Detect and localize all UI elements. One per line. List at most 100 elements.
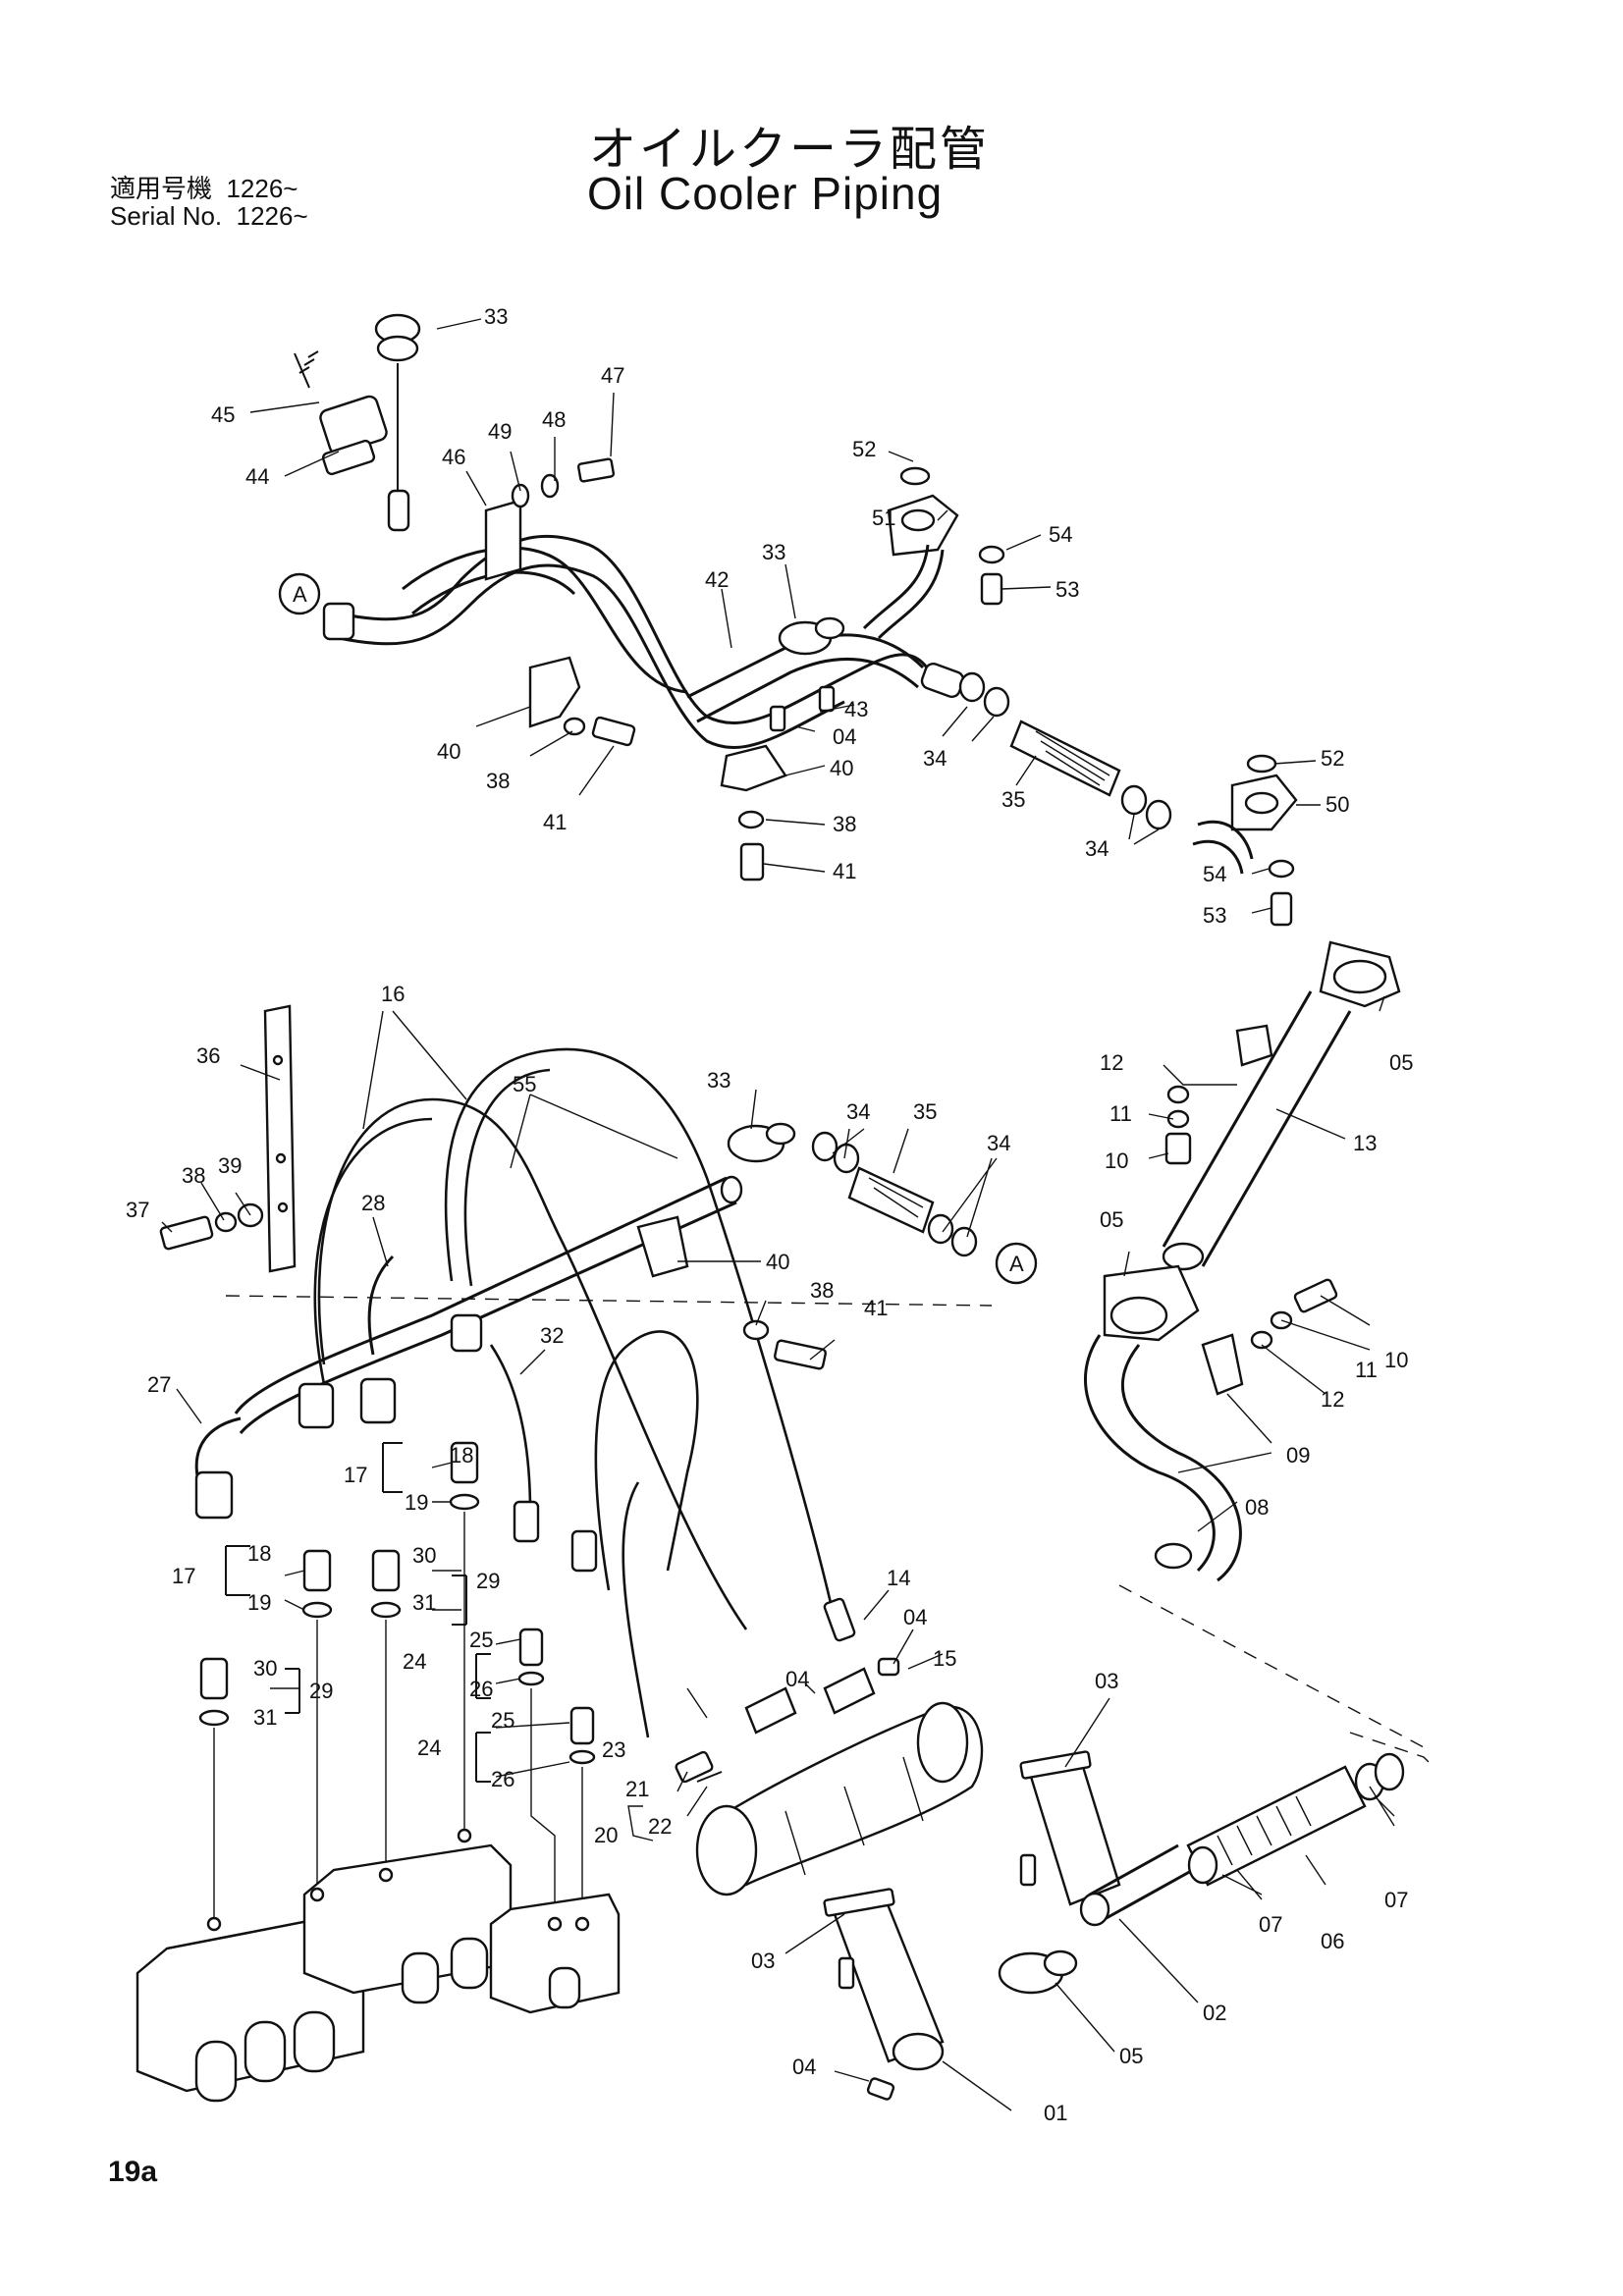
title-english: Oil Cooler Piping: [587, 168, 944, 219]
callout: 19: [247, 1590, 271, 1615]
callout: 38: [810, 1278, 834, 1303]
callout: 51: [872, 506, 895, 530]
callout-labels: 33 45 44 47 48 49 46 52 51 54 53 33 42 4…: [126, 304, 1413, 2125]
reference-mark-a-top: A: [278, 572, 321, 615]
callout: 46: [442, 445, 465, 469]
callout: 04: [785, 1667, 809, 1691]
callout: 36: [196, 1043, 220, 1068]
callout: 24: [417, 1735, 441, 1760]
clamp-33-top: [374, 313, 421, 532]
callout: 31: [412, 1590, 436, 1615]
callout: 32: [540, 1323, 564, 1348]
callout: 33: [762, 540, 785, 564]
callout: 41: [864, 1296, 888, 1320]
callout: 20: [594, 1823, 618, 1847]
callout: 11: [1109, 1101, 1132, 1126]
callout: 10: [1105, 1148, 1128, 1173]
callout: 07: [1384, 1888, 1408, 1912]
callout: 40: [830, 756, 853, 780]
callout: 52: [1321, 746, 1344, 771]
callout: 33: [484, 304, 508, 329]
callout: 48: [542, 407, 566, 432]
callout: 38: [833, 812, 856, 836]
callout: 01: [1044, 2101, 1067, 2125]
page-number: 19a: [108, 2156, 158, 2188]
fittings-column: [198, 1441, 596, 1924]
callout: 42: [705, 567, 729, 592]
callout: 35: [913, 1099, 937, 1124]
callout: 15: [933, 1646, 956, 1671]
callout: 31: [253, 1705, 277, 1730]
callout: 19: [405, 1490, 428, 1515]
callout: 22: [648, 1814, 672, 1839]
callout: 29: [309, 1679, 333, 1703]
callout: 33: [707, 1068, 730, 1093]
callout: 39: [218, 1153, 242, 1178]
callout: 50: [1325, 792, 1349, 817]
right-pipe-assembly: [1083, 940, 1425, 1748]
callout: 05: [1389, 1050, 1413, 1075]
callout: 13: [1353, 1131, 1377, 1155]
callout: 14: [887, 1566, 910, 1590]
callout: 34: [987, 1131, 1010, 1155]
callout: 02: [1203, 2001, 1226, 2025]
fitting-44-45: [294, 350, 388, 476]
callout: 18: [450, 1443, 473, 1468]
callout: 44: [245, 464, 269, 489]
leader-lines: [161, 318, 1395, 2111]
reference-a-label: A: [1009, 1252, 1024, 1276]
callout: 29: [476, 1569, 500, 1593]
callout: 38: [182, 1163, 205, 1188]
callout: 23: [602, 1737, 625, 1762]
callout: 30: [253, 1656, 277, 1681]
callout: 45: [211, 402, 235, 427]
callout: 17: [172, 1564, 195, 1588]
callout: 21: [625, 1777, 649, 1801]
callout: 07: [1259, 1912, 1282, 1937]
callout: 03: [1095, 1669, 1118, 1693]
callout: 11: [1355, 1358, 1378, 1382]
upper-pipe-assembly: [294, 313, 1298, 927]
callout: 43: [844, 697, 868, 721]
callout: 40: [437, 739, 460, 764]
callout: 25: [491, 1708, 514, 1733]
callout: 41: [543, 810, 567, 834]
callout: 17: [344, 1463, 367, 1487]
callout: 30: [412, 1543, 436, 1568]
callout: 40: [766, 1250, 789, 1274]
middle-hose-assembly: [159, 1004, 993, 1738]
flange-51: [862, 466, 959, 640]
serial-applicability: 適用号機 1226~ Serial No. 1226~: [110, 175, 308, 230]
callout: 52: [852, 437, 876, 461]
reference-mark-a-mid: A: [995, 1242, 1038, 1285]
callout: 04: [833, 724, 856, 749]
callout: 55: [513, 1072, 536, 1096]
callout: 34: [846, 1099, 870, 1124]
serial-jp-value: 1226~: [226, 174, 298, 203]
callout: 03: [751, 1949, 775, 1973]
callout: 37: [126, 1198, 149, 1222]
callout: 54: [1203, 862, 1226, 886]
serial-en-value: 1226~: [236, 201, 308, 231]
callout: 27: [147, 1372, 171, 1397]
callout: 28: [361, 1191, 385, 1215]
callout: 09: [1286, 1443, 1310, 1468]
callout: 41: [833, 859, 856, 883]
callout: 26: [491, 1767, 514, 1791]
callout: 47: [601, 363, 624, 388]
title-japanese: オイルクーラ配管: [589, 122, 991, 177]
control-valves: [135, 1828, 621, 2103]
callout: 06: [1321, 1929, 1344, 1953]
callout: 35: [1001, 787, 1025, 812]
callout: 49: [488, 419, 512, 444]
callout: 12: [1321, 1387, 1344, 1412]
callout: 04: [903, 1605, 927, 1629]
callout: 34: [923, 746, 947, 771]
callout: 12: [1100, 1050, 1123, 1075]
callout: 54: [1049, 522, 1072, 547]
callout: 25: [469, 1628, 493, 1652]
callout: 10: [1384, 1348, 1408, 1372]
callout: 24: [403, 1649, 426, 1674]
callout: 05: [1119, 2044, 1143, 2068]
reference-a-label: A: [293, 582, 307, 607]
